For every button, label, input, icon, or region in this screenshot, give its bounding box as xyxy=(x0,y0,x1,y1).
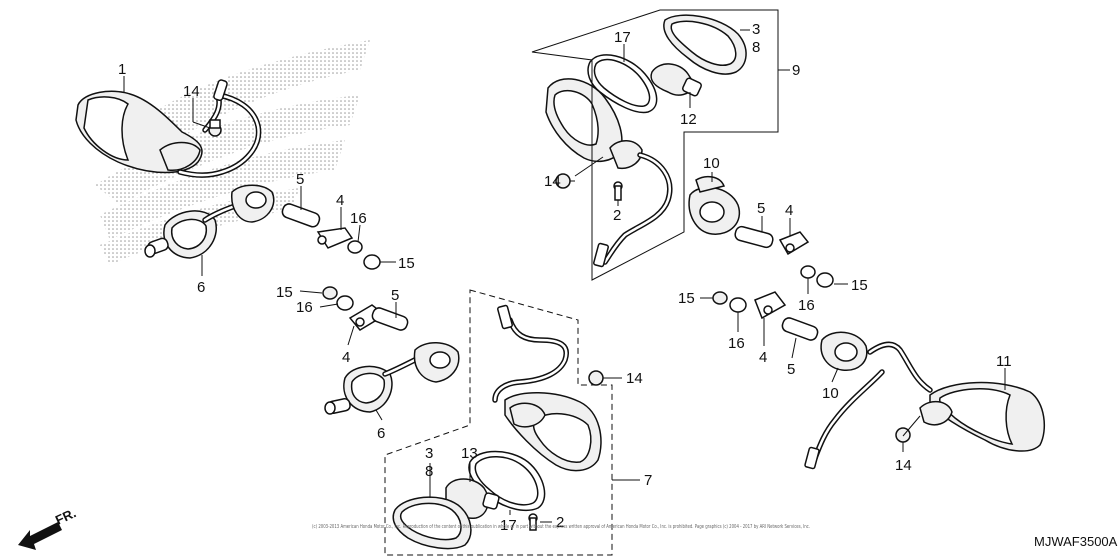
callout-15: 15 xyxy=(678,290,695,307)
callout-17: 17 xyxy=(614,29,631,46)
callout-2: 2 xyxy=(556,514,564,531)
callout-12: 12 xyxy=(680,111,697,128)
callout-16: 16 xyxy=(728,335,745,352)
turn-signal-front-left xyxy=(75,79,262,178)
callout-14: 14 xyxy=(626,370,643,387)
callout-14: 14 xyxy=(895,457,912,474)
screw-14-front-left xyxy=(208,119,222,137)
hardware-upper-right xyxy=(734,225,834,288)
callout-13: 13 xyxy=(461,445,478,462)
callout-16: 16 xyxy=(296,299,313,316)
leader-lines xyxy=(123,29,1006,523)
copyright-text: (c) 2003-2013 American Honda Motor Co., … xyxy=(312,524,810,530)
hardware-lower-right xyxy=(712,291,819,341)
callout-4: 4 xyxy=(785,202,793,219)
screw-2-lower xyxy=(528,513,538,531)
callout-1: 1 xyxy=(118,61,126,78)
turn-signal-rear-right xyxy=(804,341,1046,470)
callout-4: 4 xyxy=(342,349,350,366)
bulb-12 xyxy=(650,63,702,97)
callout-4: 4 xyxy=(759,349,767,366)
callout-15: 15 xyxy=(398,255,415,272)
callout-14: 14 xyxy=(183,83,200,100)
callout-3: 3 xyxy=(425,445,433,462)
lens-3-upper xyxy=(663,14,747,75)
callout-5: 5 xyxy=(296,171,304,188)
turn-signal-rear-left xyxy=(492,304,602,472)
turn-signal-front-right-upper xyxy=(545,78,673,268)
screw-14-lower-center xyxy=(588,370,604,386)
callout-5: 5 xyxy=(391,287,399,304)
diagram-part-code: MJWAF3500A xyxy=(1034,534,1118,549)
socket-front-left-lower xyxy=(324,342,460,415)
callout-7: 7 xyxy=(644,472,652,489)
front-label: FR. xyxy=(53,505,78,527)
callout-3: 3 xyxy=(752,21,760,38)
front-direction-marker: FR. xyxy=(18,505,78,550)
front-arrow-icon xyxy=(18,522,62,550)
gasket-17-upper xyxy=(587,54,658,114)
callout-6: 6 xyxy=(377,425,385,442)
callout-5: 5 xyxy=(757,200,765,217)
socket-10-lower xyxy=(820,331,868,371)
callout-8: 8 xyxy=(425,463,433,480)
callout-numbers: 1 14 5 4 16 15 6 15 16 5 4 6 17 3 8 9 12… xyxy=(118,21,1012,534)
frame-7 xyxy=(384,289,613,556)
callout-4: 4 xyxy=(336,192,344,209)
lens-3-lower xyxy=(392,496,472,550)
callout-16: 16 xyxy=(350,210,367,227)
callout-8: 8 xyxy=(752,39,760,56)
callout-14: 14 xyxy=(544,173,561,190)
callout-15: 15 xyxy=(276,284,293,301)
callout-16: 16 xyxy=(798,297,815,314)
callout-6: 6 xyxy=(197,279,205,296)
screw-2-upper xyxy=(613,181,623,201)
callout-17: 17 xyxy=(500,517,517,534)
callout-10: 10 xyxy=(703,155,720,172)
callout-9: 9 xyxy=(792,62,800,79)
socket-10-upper xyxy=(688,175,741,235)
socket-front-left-upper xyxy=(144,184,275,259)
callout-10: 10 xyxy=(822,385,839,402)
frame-9 xyxy=(531,9,779,281)
gasket-17-lower xyxy=(468,450,546,512)
callout-5: 5 xyxy=(787,361,795,378)
callout-11: 11 xyxy=(996,353,1012,370)
callout-15: 15 xyxy=(851,277,868,294)
hardware-lower-left xyxy=(322,286,409,331)
callout-2: 2 xyxy=(613,207,621,224)
